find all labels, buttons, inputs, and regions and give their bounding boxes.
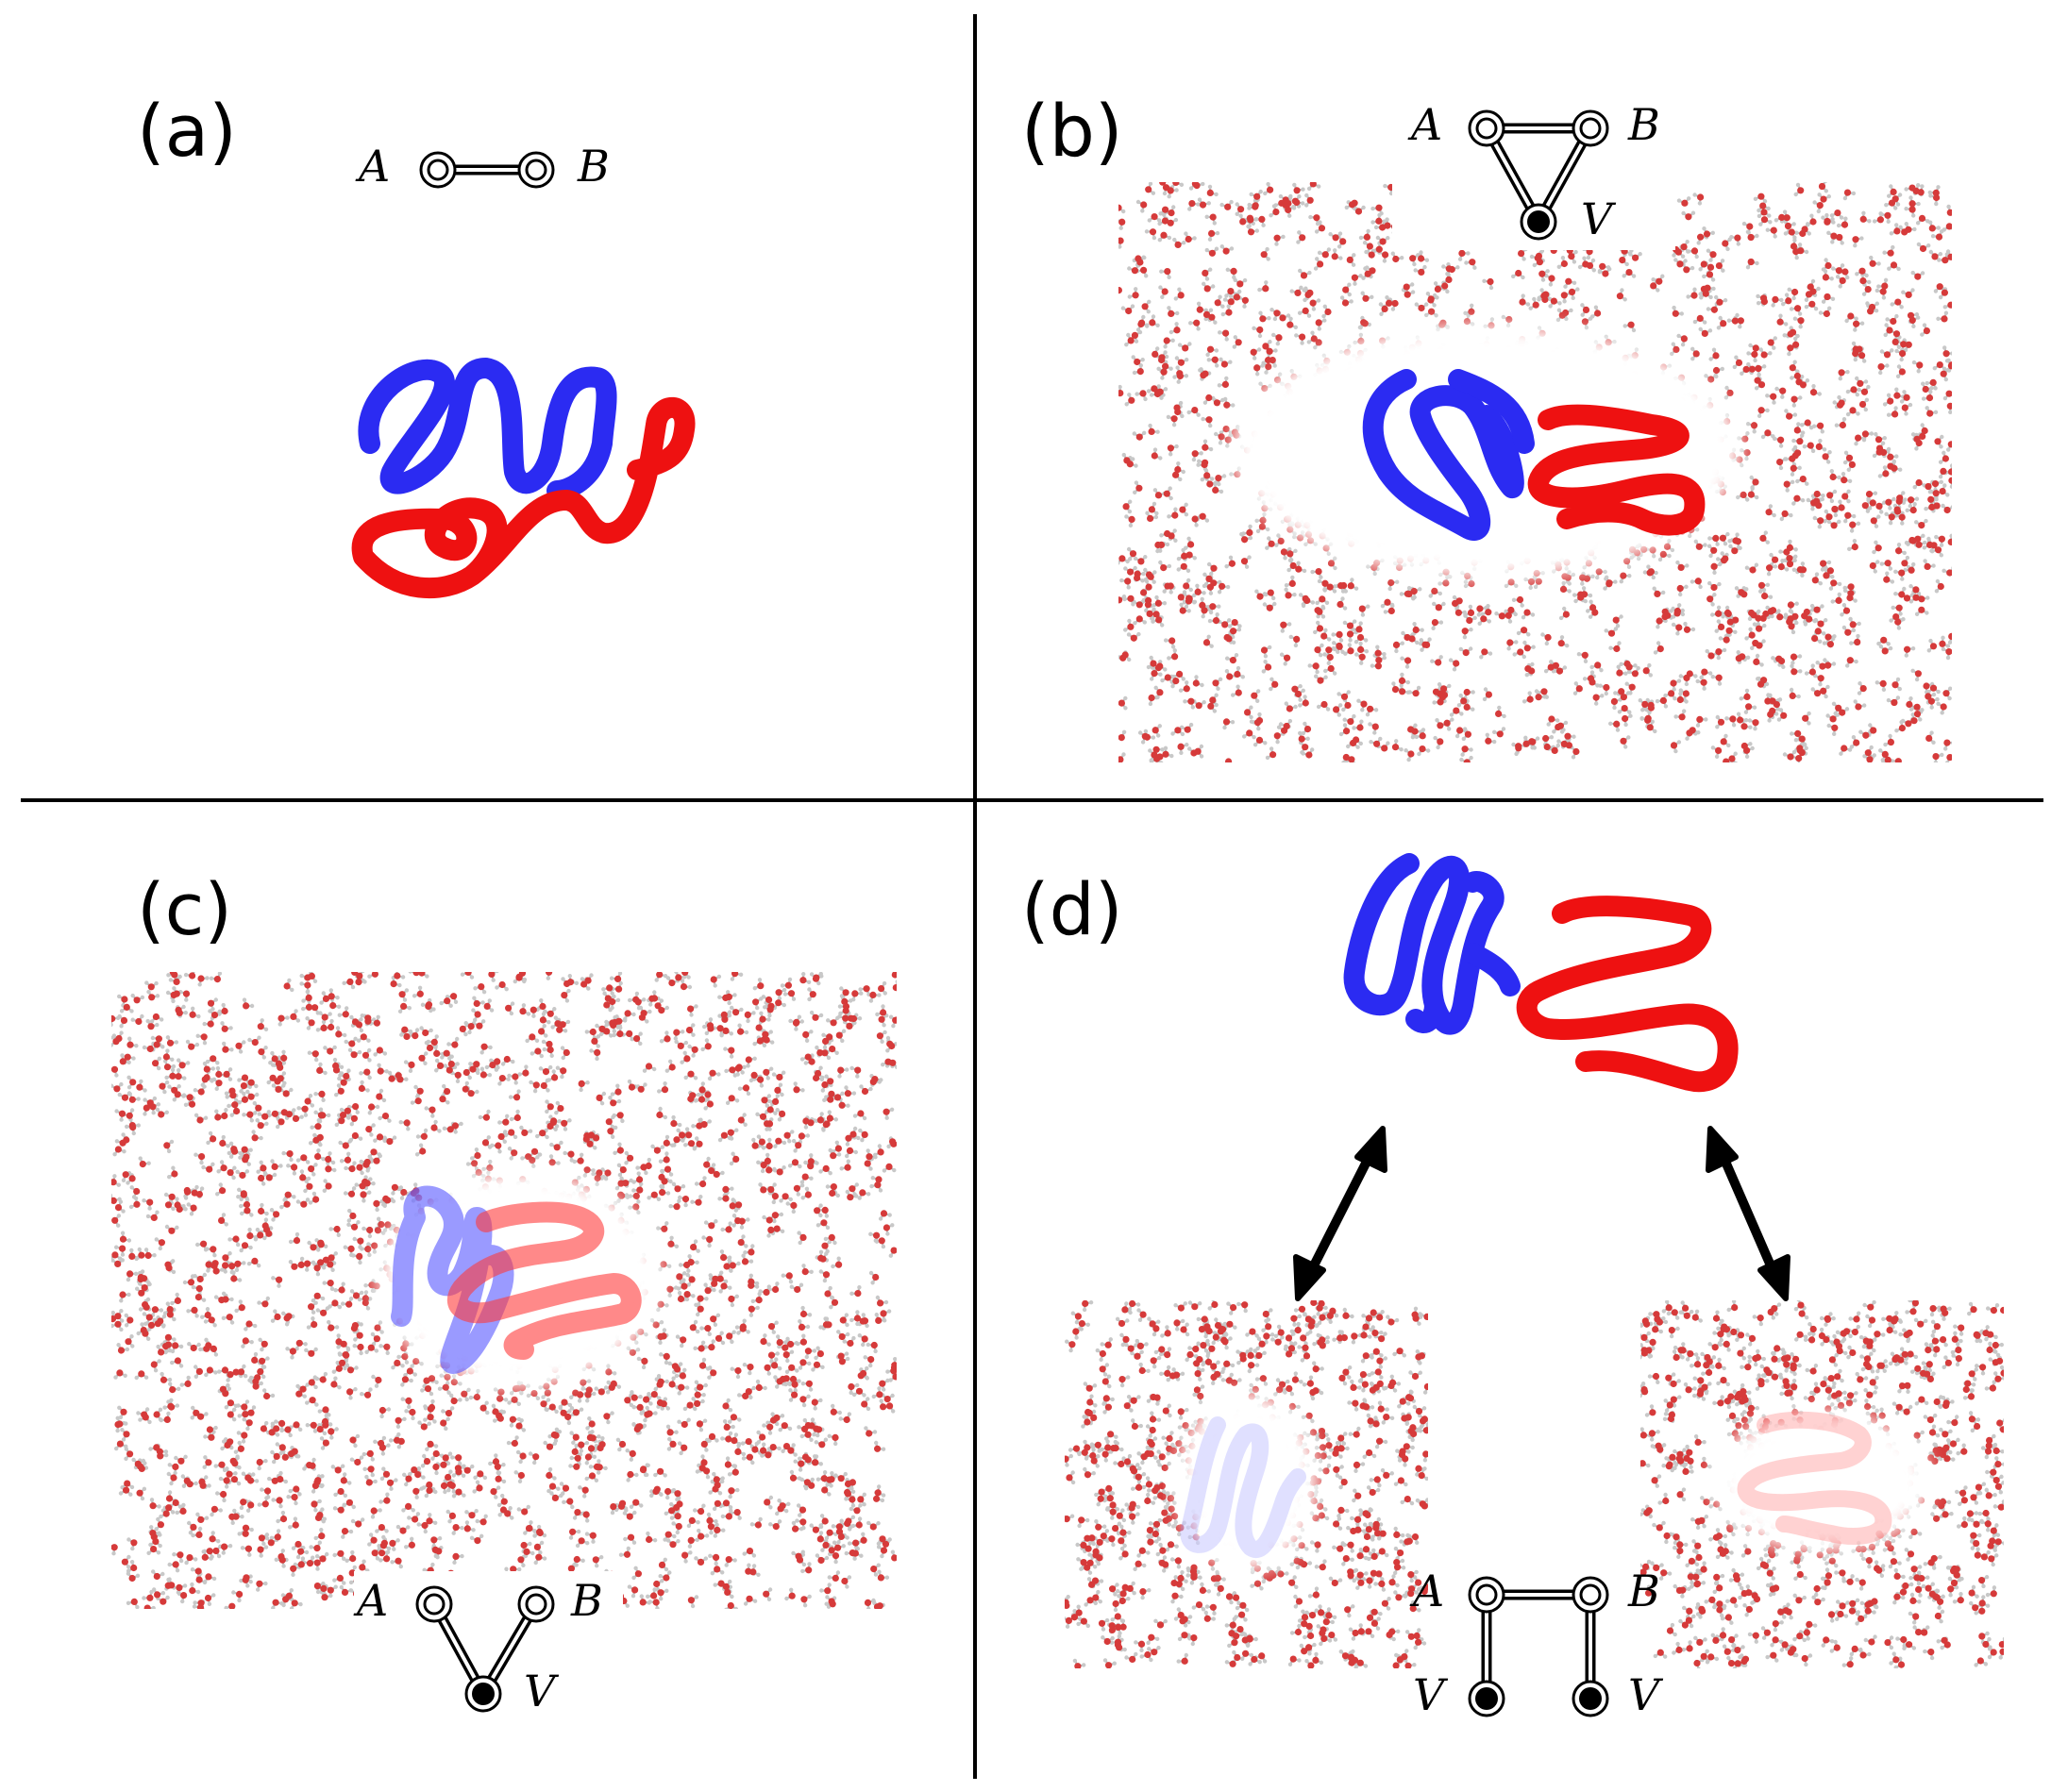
panel-label-b: (b) — [1021, 89, 1123, 173]
node-label-a: A — [1407, 99, 1442, 150]
node-label-b: B — [1627, 99, 1660, 150]
panel-label-d: (d) — [1021, 867, 1123, 951]
water-hydrogens — [1640, 1300, 2004, 1668]
blue-chain-a — [358, 358, 617, 501]
water-oxygens — [1065, 1300, 1428, 1668]
node-label-a: A — [1409, 1566, 1444, 1616]
node-label-v-right: V — [1628, 1669, 1664, 1720]
node-label-v: V — [1581, 193, 1617, 244]
panel-label-a: (a) — [137, 89, 237, 173]
node-label-b: B — [1627, 1566, 1660, 1616]
blue-chain-b — [1362, 369, 1524, 541]
node-label-a: A — [355, 141, 390, 192]
graph-abv-vee: A B V — [353, 1575, 603, 1717]
graph-ab: A B — [355, 141, 610, 192]
blue-chain-d-tail — [1462, 943, 1521, 996]
blue-chain-d-faint — [1180, 1416, 1306, 1558]
graph-abvv: A B V V — [1409, 1566, 1664, 1720]
panel-c: (c) A B V — [111, 867, 897, 1717]
node-label-b: B — [577, 141, 610, 192]
cavity-d-left — [1177, 1392, 1319, 1571]
node-label-a: A — [353, 1575, 388, 1626]
node-label-v-left: V — [1413, 1669, 1449, 1720]
double-arrow-right — [1706, 1126, 1790, 1301]
graph-abv-triangle: A B V — [1407, 99, 1660, 244]
red-chain-d-faint — [1737, 1411, 1892, 1545]
red-chain-d — [1516, 896, 1739, 1093]
panel-b: (b) A B V — [1021, 89, 1952, 762]
red-chain-c — [446, 1201, 642, 1360]
graph-background — [1428, 1533, 1640, 1722]
blue-chain-b-tail — [1448, 369, 1535, 454]
blue-chain-c — [391, 1185, 514, 1374]
cavity-d-right — [1713, 1411, 1930, 1552]
panel-a: (a) A B — [137, 89, 696, 599]
panel-label-c: (c) — [137, 867, 232, 951]
node-label-b: B — [570, 1575, 603, 1626]
node-label-v: V — [524, 1666, 560, 1717]
double-arrow-left — [1293, 1126, 1387, 1301]
red-chain-b — [1527, 404, 1706, 536]
red-chain-a — [351, 396, 696, 599]
panel-d: (d) — [1021, 853, 2004, 1722]
